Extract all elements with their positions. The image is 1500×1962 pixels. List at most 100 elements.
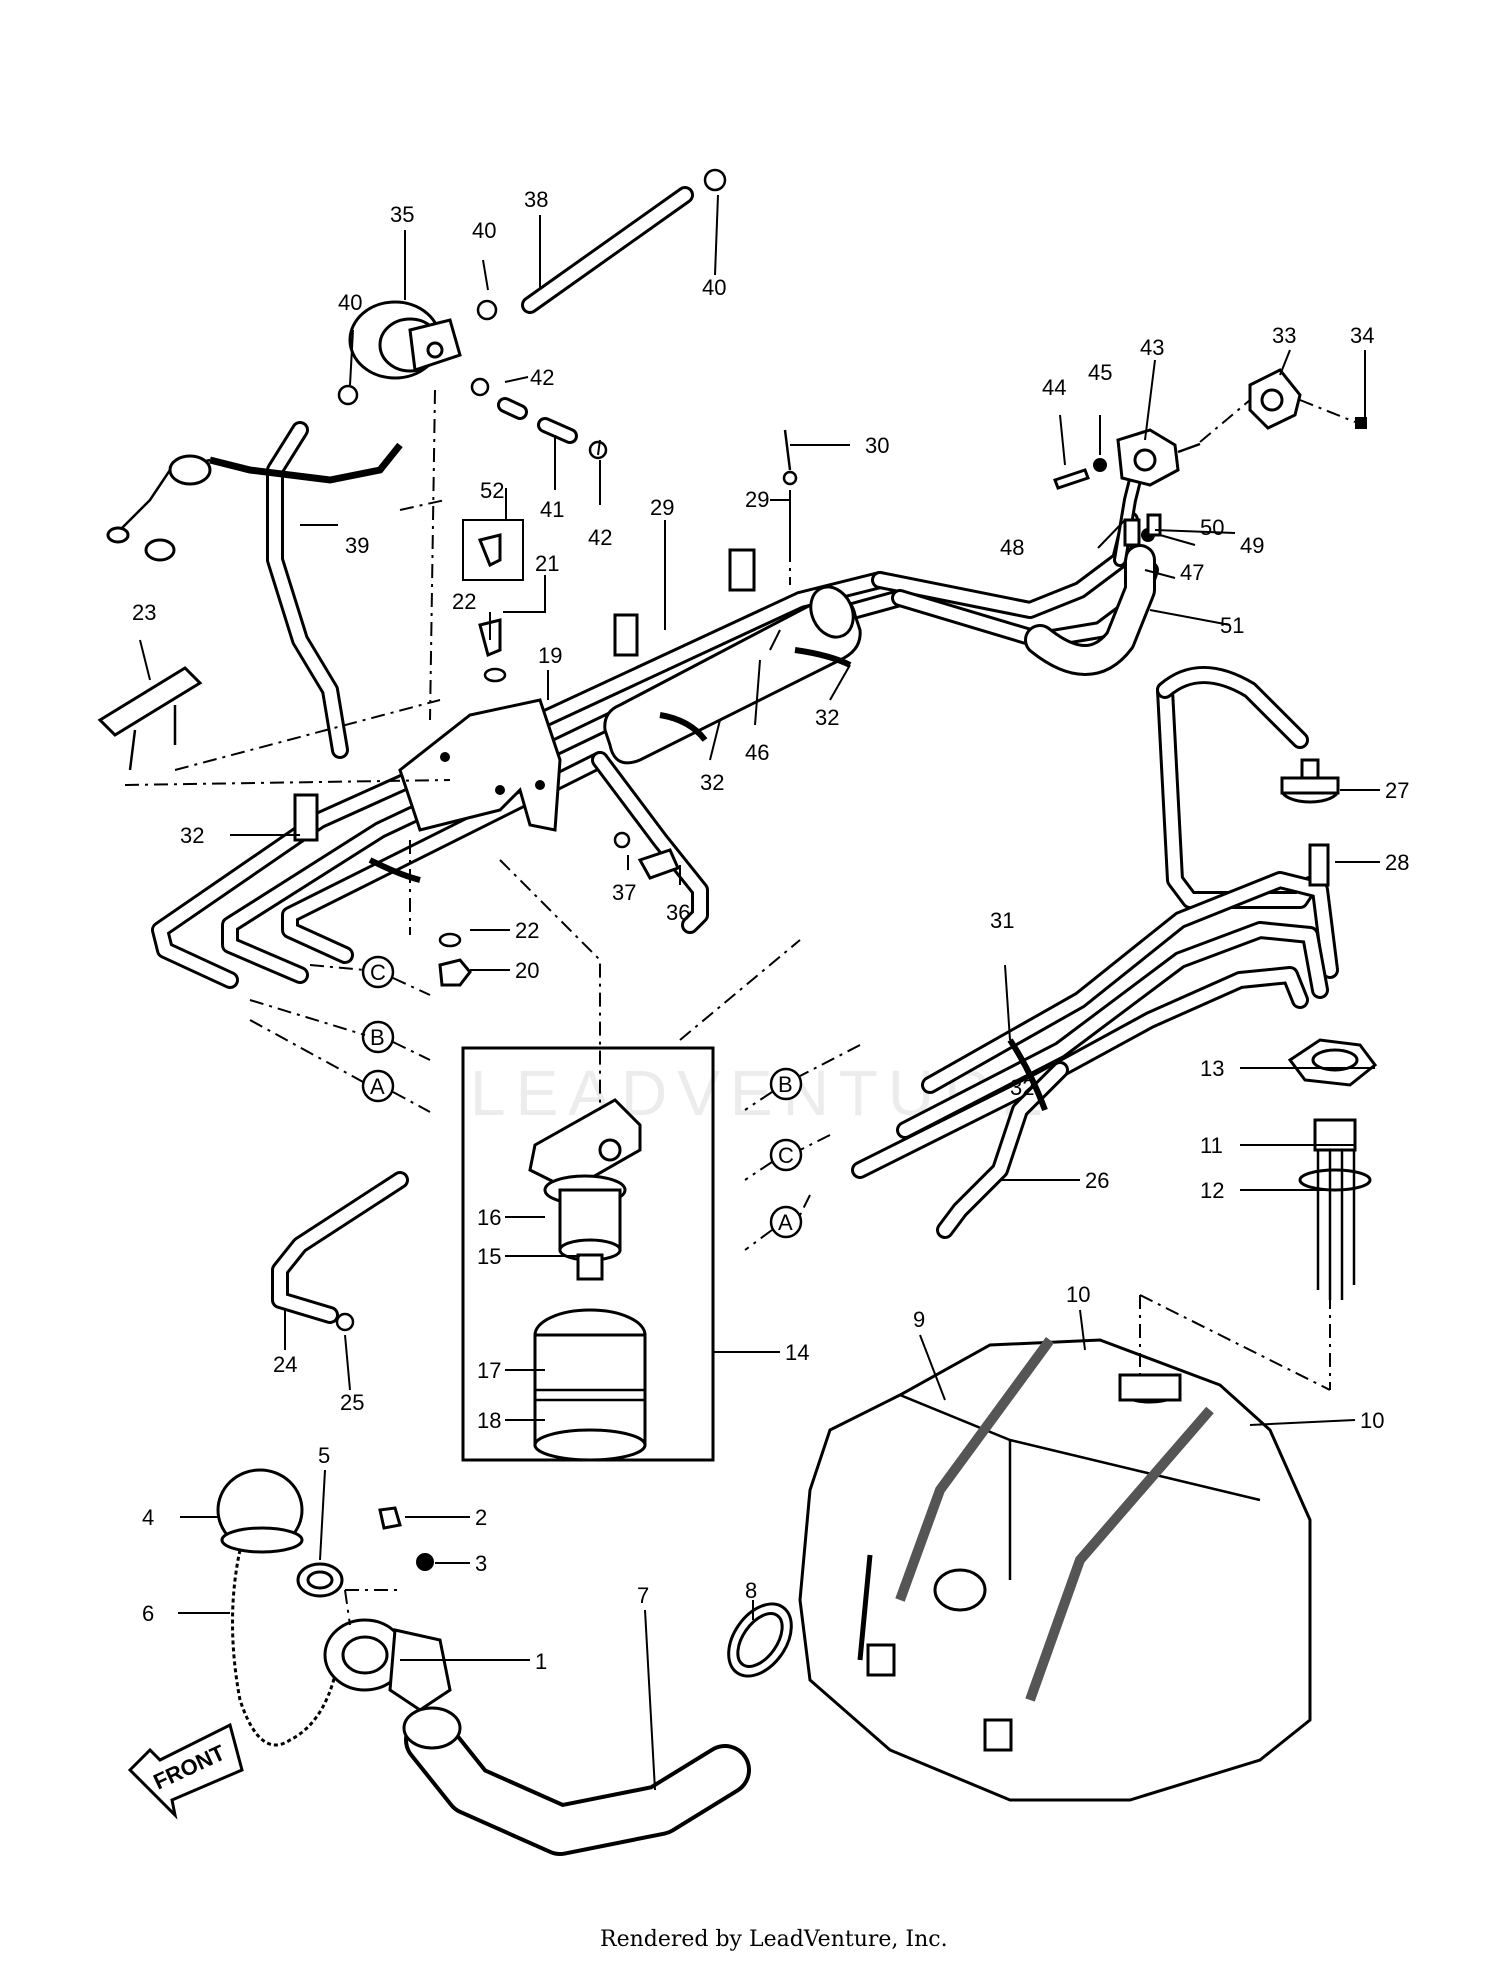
callout-23: 23 [132,600,156,625]
callout-31: 31 [990,908,1014,933]
connector-a-left: A [370,1074,385,1099]
callout-44: 44 [1042,375,1066,400]
nut-13 [1287,1038,1378,1087]
right-fuel-lines [851,666,1339,1239]
fuel-cap-4 [216,1468,304,1554]
assembly-leaders [124,389,1331,1626]
hose-28 [1308,843,1330,887]
callout-42-top: 42 [530,365,554,390]
callout-24: 24 [273,1352,297,1377]
callout-50: 50 [1200,515,1224,540]
gasket-5 [296,1562,344,1598]
plug-47-49-50 [1123,513,1162,547]
connector-c-left: C [370,960,386,985]
upper-fuel-line-bundle [151,511,1159,989]
callout-1: 1 [535,1649,547,1674]
sender-11-12 [1298,1118,1372,1300]
callout-42-bottom: 42 [588,525,612,550]
callout-32-left: 32 [180,823,204,848]
callout-11: 11 [1200,1133,1223,1158]
connector-b-right: B [778,1072,793,1097]
hose-clips [337,168,727,460]
callout-10-top: 10 [1066,1282,1090,1307]
callout-21: 21 [535,551,559,576]
fitting-43 [1116,428,1201,487]
callout-39: 39 [345,533,369,558]
callout-17: 17 [477,1358,501,1383]
callout-52: 52 [480,478,504,503]
callout-10-right: 10 [1360,1408,1384,1433]
callout-3: 3 [475,1551,487,1576]
bolt-44 [1053,458,1107,490]
front-arrow: FRONT [127,1722,244,1820]
connector-b-left: B [370,1025,385,1050]
callout-29-right: 29 [745,487,769,512]
callout-18: 18 [477,1408,501,1433]
callout-32-right: 32 [815,705,839,730]
callout-40-left: 40 [338,290,362,315]
fasteners-bracket [438,618,681,987]
valve-27 [1280,758,1340,804]
connector-markers: C B A B C A [249,955,861,1251]
clamp-8 [727,1602,793,1678]
filler-neck-1 [323,1618,452,1712]
hose-41 [497,397,578,444]
callout-16: 16 [477,1205,501,1230]
callout-48: 48 [1000,535,1024,560]
callout-38: 38 [524,187,548,212]
vacuum-unit-35 [348,300,462,380]
callout-43: 43 [1140,335,1164,360]
callout-8: 8 [745,1578,757,1603]
callout-40-mid: 40 [472,218,496,243]
callout-15: 15 [477,1244,501,1269]
inset-52 [462,519,524,581]
callout-30: 30 [865,433,889,458]
callout-6: 6 [142,1601,154,1626]
callout-2: 2 [475,1505,487,1530]
callout-4: 4 [142,1505,154,1530]
plate-23 [97,666,203,771]
credit-text: Rendered by LeadVenture, Inc. [600,1927,948,1952]
callout-9: 9 [913,1307,925,1332]
callout-45: 45 [1088,360,1112,385]
hose-39 [266,421,349,759]
callout-49: 49 [1240,533,1264,558]
hose-38 [521,186,694,314]
callout-51: 51 [1220,613,1244,638]
screws-2-3 [378,1506,434,1571]
callout-12: 12 [1200,1178,1224,1203]
filter-assembly-14 [461,1046,715,1462]
callout-33: 33 [1272,323,1296,348]
callout-labels: 1 2 3 4 5 6 7 8 9 10 10 11 12 13 14 15 1… [132,187,1409,1791]
screw-30 [782,429,798,486]
callout-22-top: 22 [452,589,476,614]
screw-34 [1199,399,1367,443]
callout-37: 37 [612,880,636,905]
callout-41: 41 [540,497,564,522]
callout-46: 46 [745,740,769,765]
callout-5: 5 [318,1443,330,1468]
callout-36: 36 [666,900,690,925]
callout-13: 13 [1200,1056,1224,1081]
callout-35: 35 [390,202,414,227]
callout-14: 14 [785,1340,809,1365]
callout-22-bottom: 22 [515,918,539,943]
clamps-32-29 [293,548,852,883]
callout-25: 25 [340,1390,364,1415]
callout-47: 47 [1180,560,1204,585]
hose-24 [271,1171,409,1332]
fuel-tank-9 [798,1337,1312,1802]
callout-26: 26 [1085,1168,1109,1193]
callout-40-right: 40 [702,275,726,300]
callout-27: 27 [1385,778,1409,803]
callout-19: 19 [538,643,562,668]
connector-c-right: C [778,1143,794,1168]
chain-6 [231,1549,342,1747]
bracket-19 [398,698,562,832]
callout-29-left: 29 [650,495,674,520]
cap-33 [1248,368,1302,430]
wiring-harness [106,442,403,562]
hose-7 [402,1706,751,1856]
callout-32-extra: 32 [1010,1075,1034,1100]
